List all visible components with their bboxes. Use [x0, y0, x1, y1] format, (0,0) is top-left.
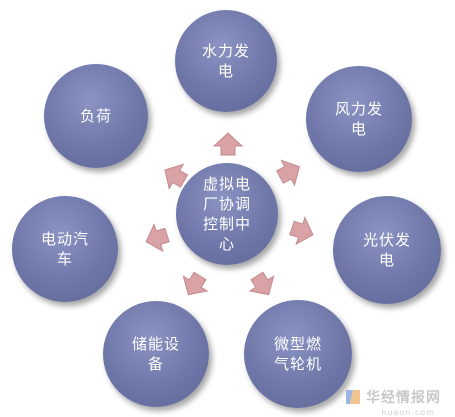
node-wind-label: 风力发电: [334, 100, 383, 138]
watermark: 华经情报网: [344, 387, 441, 407]
huajing-logo-icon: [346, 390, 360, 404]
center-node: 虚拟电厂协调控制中心: [176, 163, 278, 265]
arrow-to-ev: [145, 223, 170, 253]
node-pv: 光伏发电: [333, 196, 441, 304]
arrow-to-storage: [182, 271, 209, 296]
node-pv-label: 光伏发电: [362, 231, 411, 269]
arrow-to-hydro: [212, 132, 244, 156]
node-load-label: 负荷: [79, 107, 112, 125]
arrow-to-turbine: [248, 271, 275, 296]
node-wind: 风力发电: [306, 66, 412, 172]
watermark-name: 华经情报网: [366, 390, 441, 406]
node-turbine-label: 微型燃气轮机: [273, 335, 322, 373]
node-storage-label: 储能设备: [131, 335, 180, 373]
watermark-url: huaon.com: [381, 408, 435, 417]
arrow-to-pv: [289, 216, 314, 246]
arrow-to-load: [164, 163, 189, 190]
node-ev-label: 电动汽车: [40, 230, 89, 268]
node-hydro: 水力发电: [175, 10, 277, 112]
node-ev: 电动汽车: [12, 196, 118, 302]
node-storage: 储能设备: [103, 301, 209, 407]
node-load: 负荷: [44, 64, 148, 168]
node-turbine: 微型燃气轮机: [244, 300, 352, 408]
arrow-to-wind: [276, 159, 301, 187]
center-label: 虚拟电厂协调控制中心: [202, 175, 251, 253]
node-hydro-label: 水力发电: [201, 42, 250, 80]
